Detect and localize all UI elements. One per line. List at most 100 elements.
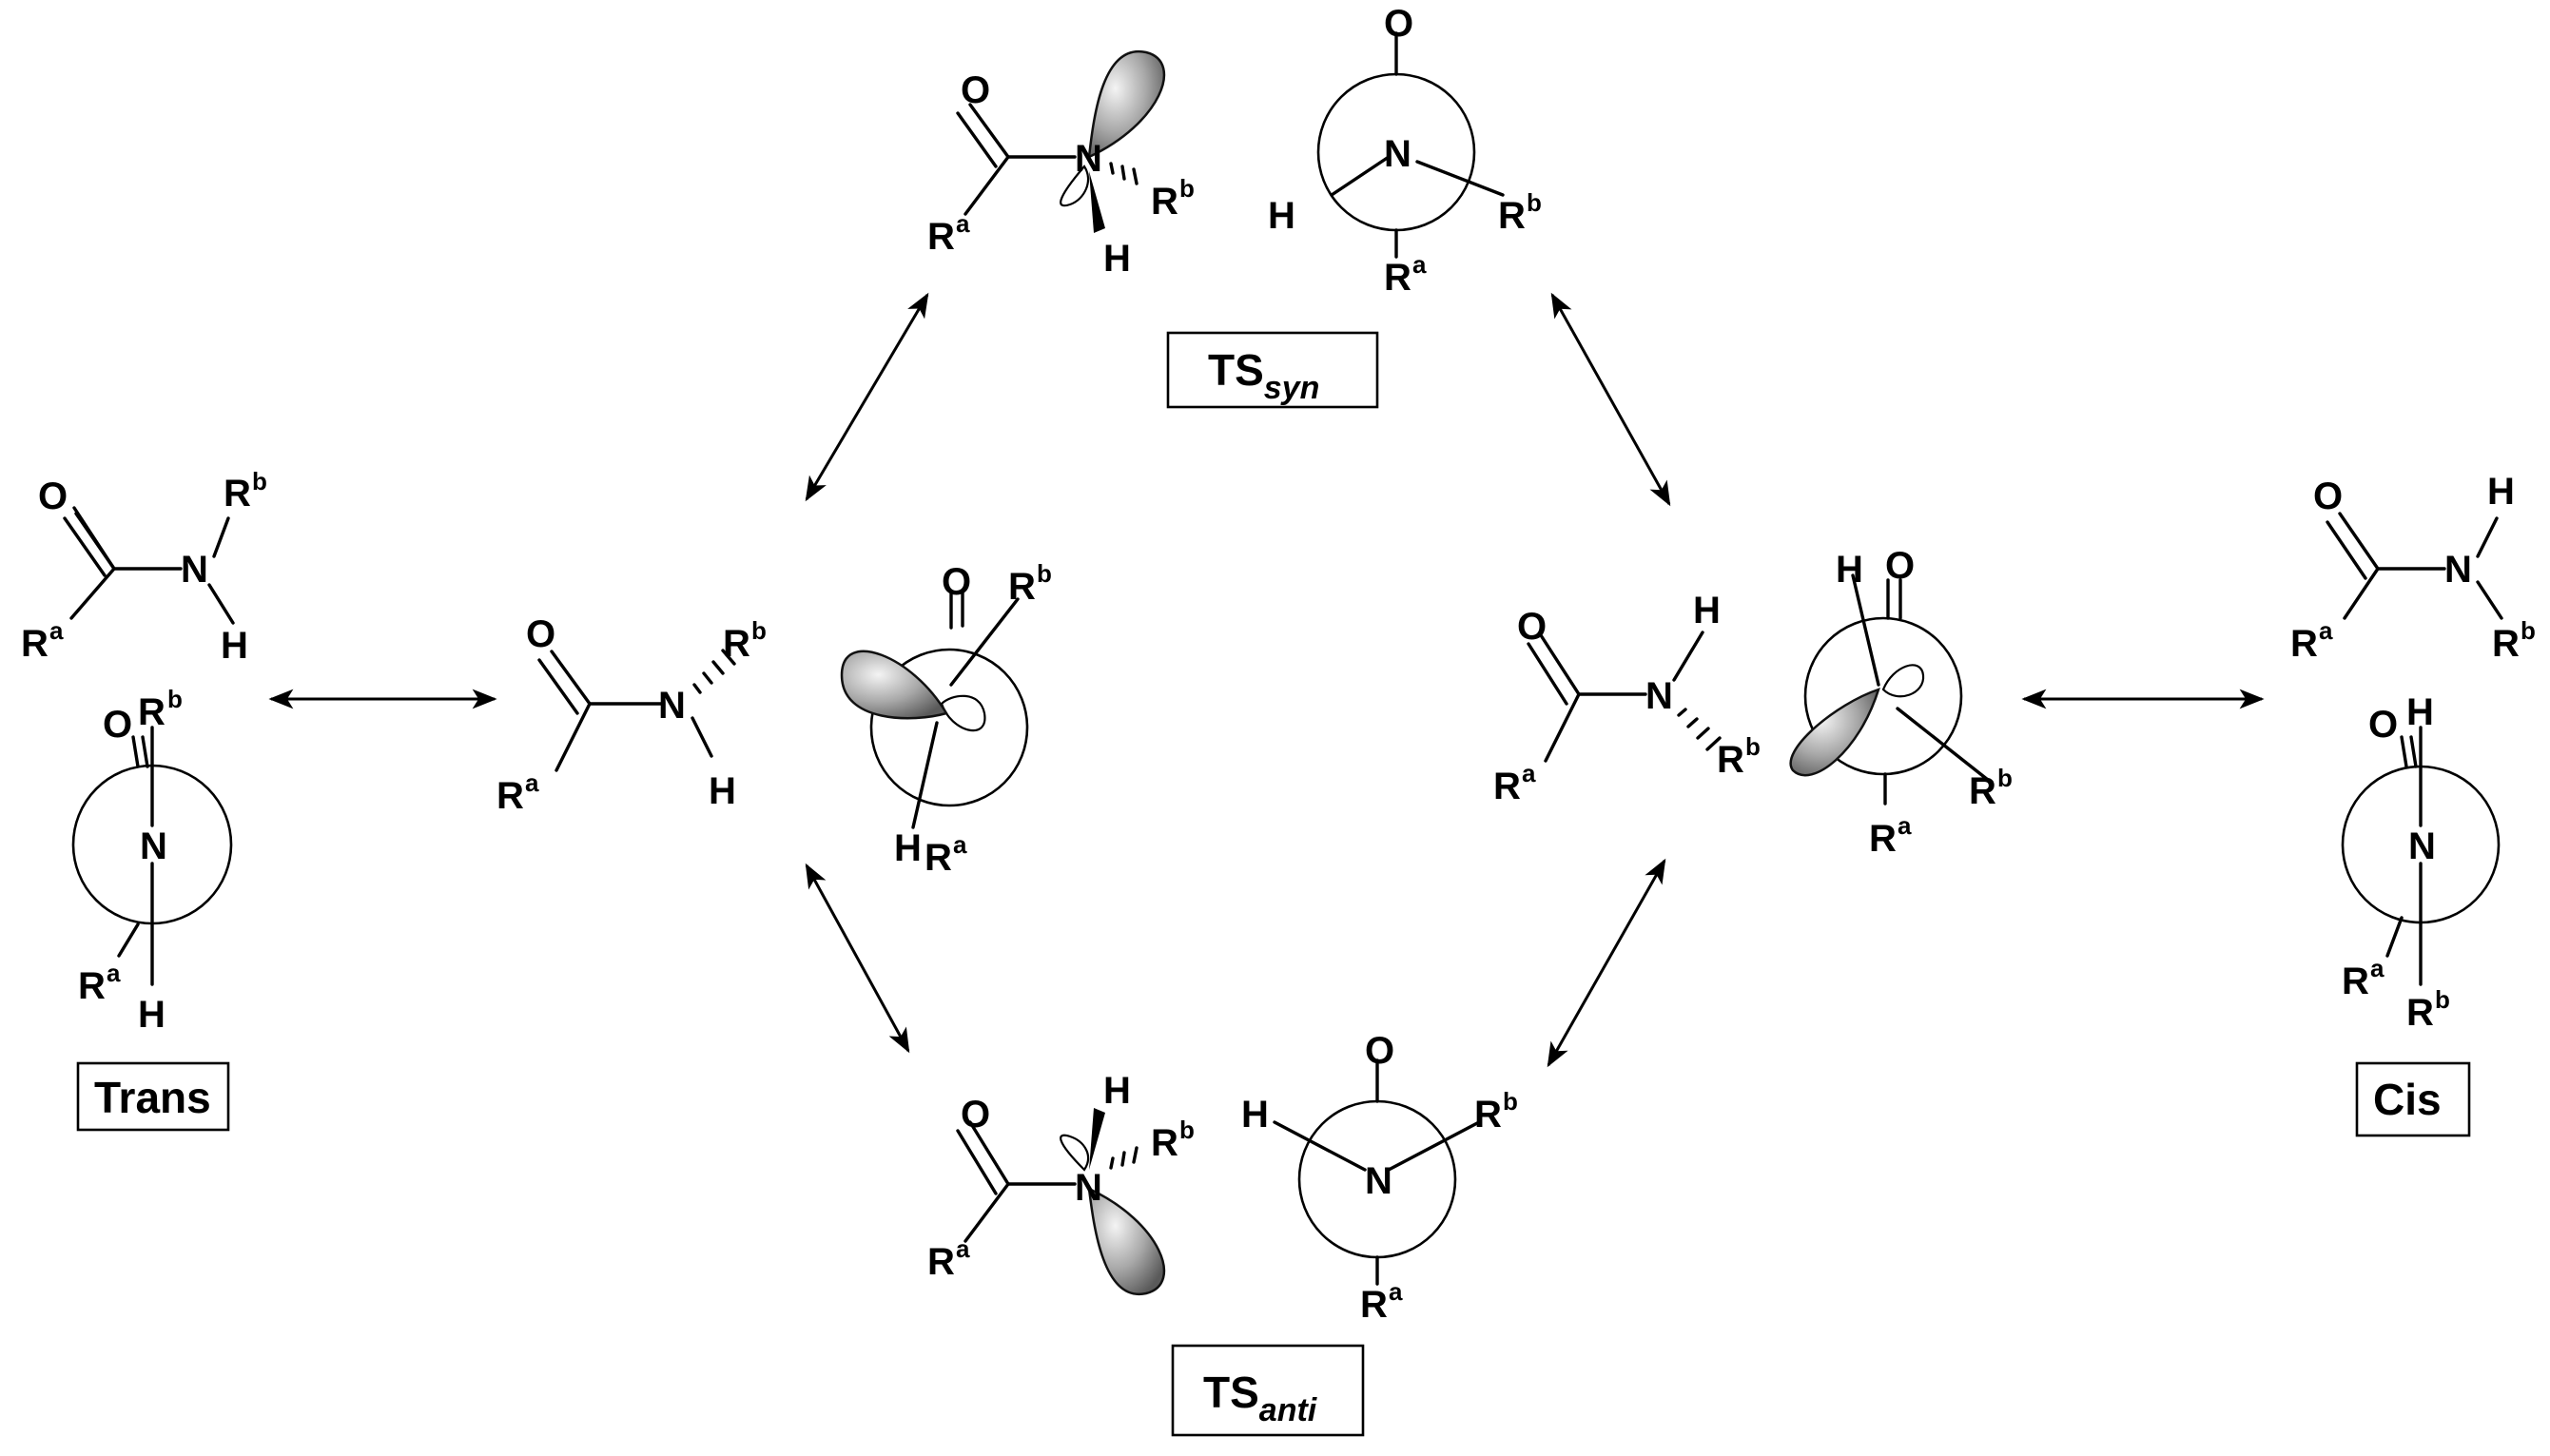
p-orbital-lobe-anti [1087,1186,1165,1296]
right-center-structure: O N H R b R a [1493,590,1761,807]
right-center-rb: R [1717,739,1744,781]
right-newman-h: H [1836,549,1863,591]
cis-newman-o: O [2368,704,2398,746]
trans-newman-n: N [140,825,167,867]
cis-label: Cis [2373,1075,2442,1124]
right-center-rb-sup: b [1745,732,1761,761]
left-newman-h: H [894,827,922,869]
ts-syn-newman-o: O [1384,3,1413,45]
trans-newman-rb: R [138,691,165,733]
ts-syn-newman: O N H R b R a [1268,3,1542,299]
ts-syn-h: H [1103,238,1131,280]
hashed-wedge-right [1677,708,1722,751]
left-center-n: N [658,685,686,727]
ts-anti-newman-h: H [1241,1094,1269,1136]
trans-ra-atom: R [21,623,49,665]
p-orbital-lobe-syn [1087,49,1165,160]
right-newman-ra: R [1869,818,1897,860]
trans-skeletal-formula: O N R b R a H [21,467,267,667]
trans-newman-o: O [103,704,132,746]
cis-n-atom: N [2444,549,2472,591]
ts-syn-label: TSsyn [1208,345,1319,406]
ts-syn-rb-sup: b [1179,174,1195,203]
ts-anti-newman: O N H R b R a [1241,1030,1518,1326]
ts-anti-newman-rb-sup: b [1503,1087,1518,1116]
ts-anti-newman-o: O [1365,1030,1394,1072]
ts-syn-newman-ra: R [1384,257,1411,299]
ts-syn-label-box [1166,331,1379,409]
ts-anti-newman-ra: R [1360,1284,1388,1326]
trans-structure: O N R b R a H O R b N R a H Trans [21,467,267,1132]
left-center-o: O [526,613,555,655]
p-orbital-lobe-right [1789,688,1880,777]
ts-anti-n: N [1075,1167,1102,1209]
cis-newman-rb-sup: b [2435,985,2450,1014]
cis-rb-sup: b [2521,616,2536,645]
right-newman-o: O [1885,545,1915,587]
cis-newman-ra: R [2342,961,2369,1002]
ts-syn-newman-ra-sup: a [1412,250,1427,279]
cis-label-box [2355,1061,2471,1137]
ts-syn-ra: R [927,216,955,258]
left-center-newman: O R b H R a [840,559,1052,879]
cis-h-atom: H [2487,471,2515,513]
left-newman-rb-sup: b [1037,559,1052,588]
ts-syn-newman-rb-sup: b [1527,188,1542,217]
trans-r-atom: R [224,473,251,514]
ts-anti-ra: R [927,1241,955,1283]
ts-anti-newman-rb: R [1474,1094,1502,1136]
cis-ra-sup: a [2319,616,2333,645]
ts-anti-newman-n: N [1365,1160,1392,1202]
ts-anti-rb-sup: b [1179,1116,1195,1144]
cis-ra-atom: R [2290,623,2318,665]
left-newman-rb: R [1008,566,1036,608]
trans-n-atom: N [181,549,208,591]
right-center-newman: H O R b R a [1789,545,2013,860]
left-center-h: H [709,770,736,812]
trans-newman-ra: R [78,965,106,1007]
trans-newman-rb-sup: b [167,685,183,713]
ts-anti-rb: R [1151,1122,1178,1164]
ts-syn-structure: O N R b R a H [927,49,1195,280]
ts-anti-ra-sup: a [956,1234,970,1263]
left-center-ra: R [496,775,524,817]
right-center-ra: R [1493,766,1521,807]
equilibrium-arrow-left-anti [805,863,910,1054]
ts-syn-o: O [961,69,990,111]
cis-skeletal-formula: O N H R a R b [2290,471,2536,665]
cis-newman-h: H [2406,691,2434,733]
cis-o-atom: O [2313,476,2343,517]
ts-syn-newman-h: H [1268,195,1295,237]
right-newman-rb-sup: b [1997,764,2013,792]
left-newman-o: O [942,561,971,603]
left-newman-ra-sup: a [953,830,967,859]
cis-structure: O N H R a R b O H N R a R b Cis [2290,471,2536,1137]
trans-h-atom: H [221,625,248,667]
ts-anti-h: H [1103,1070,1131,1112]
ts-anti-label-box [1171,1344,1365,1437]
right-center-ra-sup: a [1522,759,1536,787]
equilibrium-arrow-left-syn [805,292,929,502]
ts-anti-label: TSanti [1203,1368,1318,1428]
hashed-wedge-left [692,649,736,694]
cis-rb-atom: R [2492,623,2520,665]
ts-syn-ra-sup: a [956,209,970,238]
left-center-rb: R [723,623,750,665]
trans-r-sup: b [252,467,267,495]
right-center-h: H [1693,590,1721,631]
ts-syn-rb: R [1151,181,1178,223]
ts-syn-newman-n: N [1384,133,1411,175]
equilibrium-arrow-syn-right [1550,292,1671,507]
cis-newman-rb: R [2406,992,2434,1034]
ts-syn-n: N [1075,138,1102,180]
equilibrium-arrow-anti-right [1547,858,1666,1068]
left-center-rb-sup: b [751,616,767,645]
right-center-o: O [1517,606,1547,648]
trans-ra-sup: a [49,616,64,645]
trans-label-box [76,1061,230,1132]
trans-newman-ra-sup: a [107,959,121,987]
trans-newman-projection: O R b N R a H [71,685,233,1036]
ts-syn-newman-rb: R [1498,195,1526,237]
trans-o-atom: O [38,476,68,517]
